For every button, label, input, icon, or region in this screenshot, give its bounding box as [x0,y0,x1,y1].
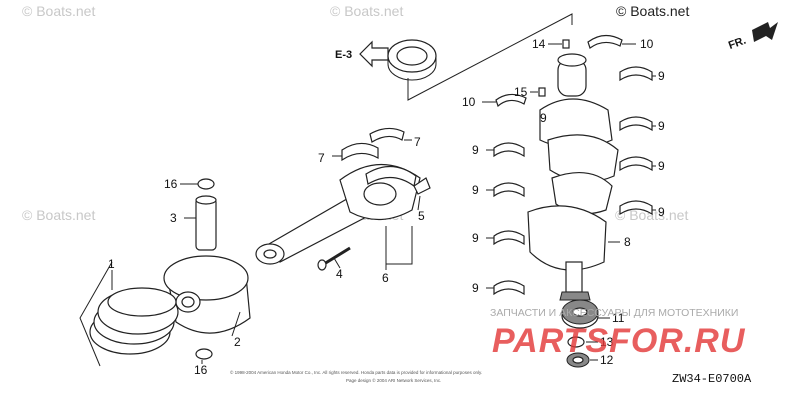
callout-12: 12 [600,353,614,367]
key-part [567,336,585,348]
rod-bearing-7a [341,142,379,162]
callout-9a: 9 [658,69,665,83]
callout-7b: 7 [414,135,421,149]
callout-1: 1 [108,257,115,271]
crank-gear-part [561,299,599,329]
section-label: E-3 [335,49,352,61]
rod-assembly-bracket [385,226,413,265]
watermark-top-left: © Boats.net [22,3,95,19]
copyright-line-1: © 1998-2004 American Honda Motor Co., In… [230,369,482,375]
callout-9f: 9 [472,183,479,197]
callout-10a: 10 [640,37,654,51]
section-reference: E-3 [335,40,389,68]
callout-9c: 9 [658,159,665,173]
callout-10b: 10 [462,95,476,109]
partsfor-branding: ЗАПЧАСТИ И АКСЕССУАРЫ ДЛЯ МОТОТЕХНИКИ PA… [490,307,746,360]
rings-bracket [79,261,113,367]
diagram-code: ZW34-E0700A [672,372,752,386]
front-arrow: FR. [727,22,778,52]
oil-seal-part [387,39,437,81]
callout-6: 6 [382,271,389,285]
callout-15: 15 [514,85,528,99]
callout-8: 8 [624,235,631,249]
fr-arrow-icon [752,22,778,42]
piston-pin-part [195,195,217,251]
piston-rings-part [89,287,179,355]
callout-9h: 9 [472,281,479,295]
callout-16b: 16 [194,363,208,377]
fr-label: FR. [727,35,748,52]
callout-13: 13 [600,335,614,349]
callout-4: 4 [336,267,343,281]
connecting-rod-part [255,163,421,265]
rod-bearing-7b [369,127,405,143]
bolt-5-part [413,177,431,195]
watermark-top-center: © Boats.net [330,3,403,19]
callout-9d: 9 [658,205,665,219]
dowel-pin-14 [562,39,570,49]
callout-2: 2 [234,335,241,349]
bearing-shells [493,34,653,296]
callout-9g: 9 [472,231,479,245]
watermark-mid-left: © Boats.net [22,207,95,223]
crankshaft-part [527,53,619,301]
callout-9e: 9 [472,143,479,157]
callout-14: 14 [532,37,546,51]
branding-tagline: ЗАПЧАСТИ И АКСЕССУАРЫ ДЛЯ МОТОТЕХНИКИ [490,307,738,319]
callout-5: 5 [418,209,425,223]
watermark-mid-right: © Boats.net [615,207,688,223]
copyright-line-2: Page design © 2004 ARI Network Services,… [346,377,441,383]
seal-bracket-line [407,13,573,101]
leader-lines [111,43,656,364]
circlip-16a [197,178,215,190]
rod-bolt-part [317,246,351,271]
hollow-arrow-icon [359,40,389,68]
callout-16a: 16 [164,177,178,191]
washer-part [566,352,590,368]
callout-3: 3 [170,211,177,225]
watermark-top-right: © Boats.net [616,3,689,19]
dowel-pin-15 [538,87,546,97]
branding-site-name: PARTSFOR.RU [492,322,746,360]
piston-part [163,255,251,334]
callout-numbers: 1 2 3 4 5 6 7 7 8 9 9 9 9 9 9 9 9 9 10 1… [108,37,665,377]
circlip-16b [195,348,213,360]
callout-7a: 7 [318,151,325,165]
callout-9i: 9 [540,111,547,125]
callout-9b: 9 [658,119,665,133]
callout-11: 11 [612,311,625,325]
